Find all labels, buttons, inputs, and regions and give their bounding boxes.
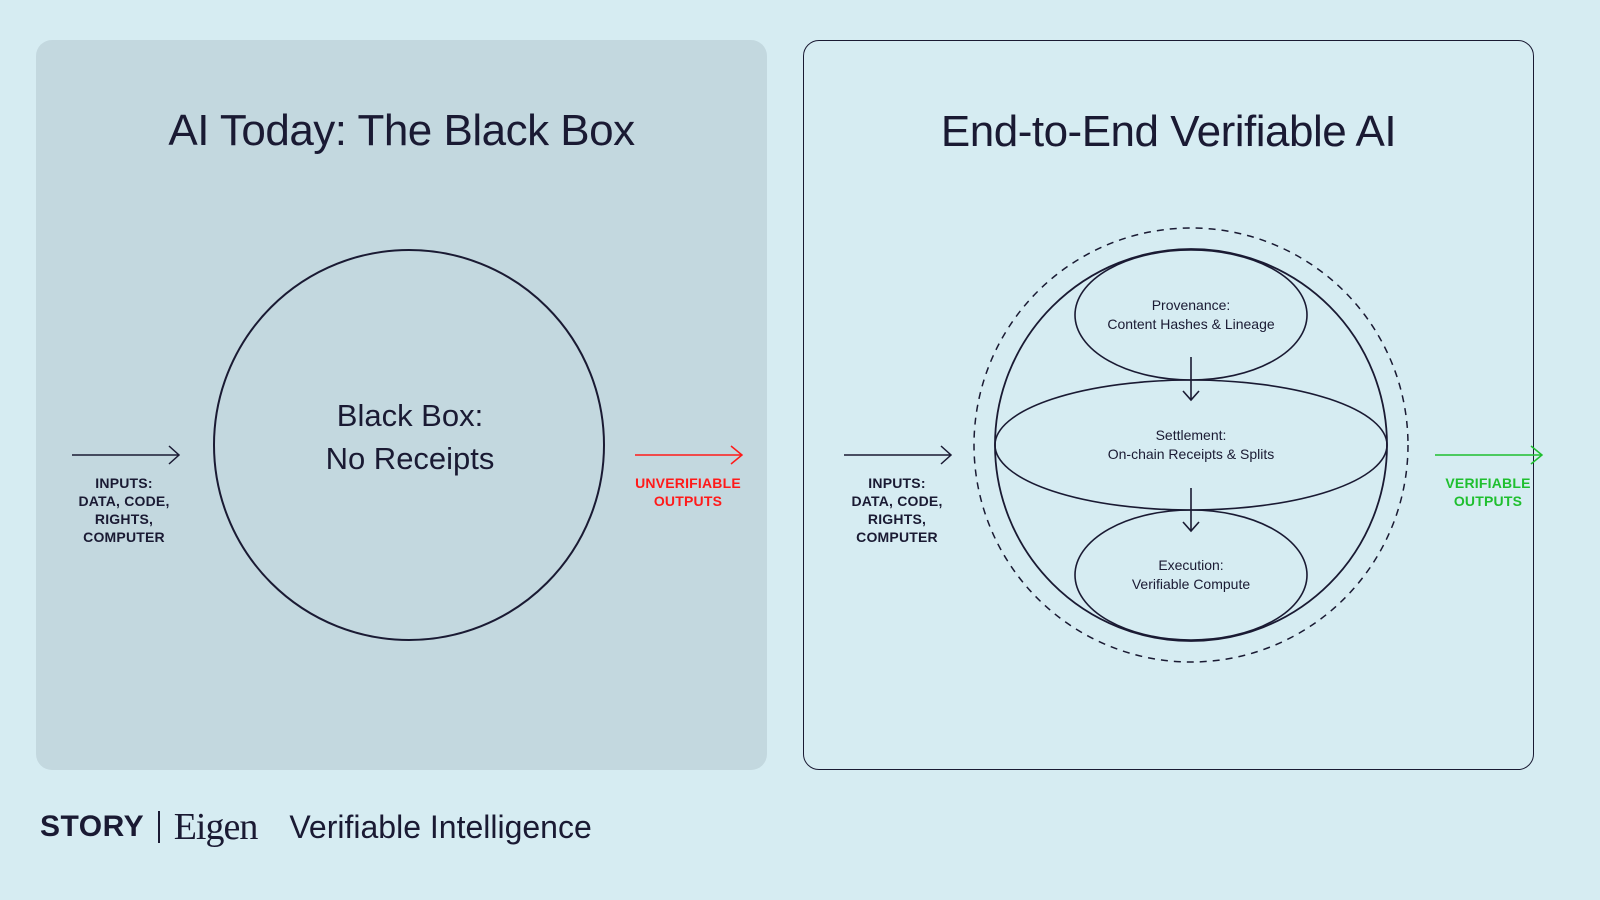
story-logo: STORY [40,810,145,843]
verification-boundary-dashed-circle [973,227,1409,663]
execution-node-label: Execution: Verifiable Compute [1061,556,1321,594]
left-output-arrow-icon [635,445,744,465]
flow-arrow-down-icon [1182,488,1200,533]
inputs-line: DATA, CODE, [851,493,943,509]
verifiable-outputs-label: VERIFIABLE OUTPUTS [1408,474,1568,510]
footer-branding: STORY Eigen Verifiable Intelligence [40,804,592,850]
black-box-circle [213,249,605,641]
node-subtitle: Content Hashes & Lineage [1107,316,1275,332]
outputs-line: UNVERIFIABLE [635,475,741,491]
verifiable-ai-panel: End-to-End Verifiable AI [803,40,1534,770]
settlement-node-label: Settlement: On-chain Receipts & Splits [1061,426,1321,464]
inputs-line: COMPUTER [856,529,938,545]
panel-title-black-box: AI Today: The Black Box [168,106,635,155]
flow-arrow-down-icon [1182,357,1200,402]
node-title: Settlement: [1155,427,1227,443]
unverifiable-outputs-label: UNVERIFIABLE OUTPUTS [608,474,768,510]
inputs-line: DATA, CODE, [78,493,170,509]
provenance-node-label: Provenance: Content Hashes & Lineage [1061,296,1321,334]
inputs-line: COMPUTER [83,529,165,545]
inputs-line: RIGHTS, [94,511,154,527]
node-subtitle: Verifiable Compute [1131,576,1251,592]
right-input-arrow-icon [844,445,953,465]
outputs-line: OUTPUTS [653,493,723,509]
outputs-line: OUTPUTS [1453,493,1523,509]
eigen-logo: Eigen [173,806,259,848]
black-box-panel: AI Today: The Black Box [36,40,767,770]
node-subtitle: On-chain Receipts & Splits [1107,446,1275,462]
left-input-arrow-icon [72,445,181,465]
inputs-line: INPUTS: [868,475,926,491]
node-title: Provenance: [1151,297,1231,313]
left-inputs-label: INPUTS: DATA, CODE, RIGHTS, COMPUTER [44,474,204,546]
logo-divider [158,811,160,843]
node-title: Execution: [1158,557,1224,573]
tagline: Verifiable Intelligence [289,808,592,845]
black-box-label: Black Box: No Receipts [250,394,570,480]
panel-title-verifiable-ai: End-to-End Verifiable AI [940,107,1397,156]
inputs-line: INPUTS: [95,475,153,491]
black-box-line-1: Black Box: [336,398,484,433]
right-output-arrow-icon [1435,445,1544,465]
black-box-line-2: No Receipts [325,441,495,476]
inputs-line: RIGHTS, [867,511,927,527]
right-inputs-label: INPUTS: DATA, CODE, RIGHTS, COMPUTER [817,474,977,546]
outputs-line: VERIFIABLE [1445,475,1531,491]
